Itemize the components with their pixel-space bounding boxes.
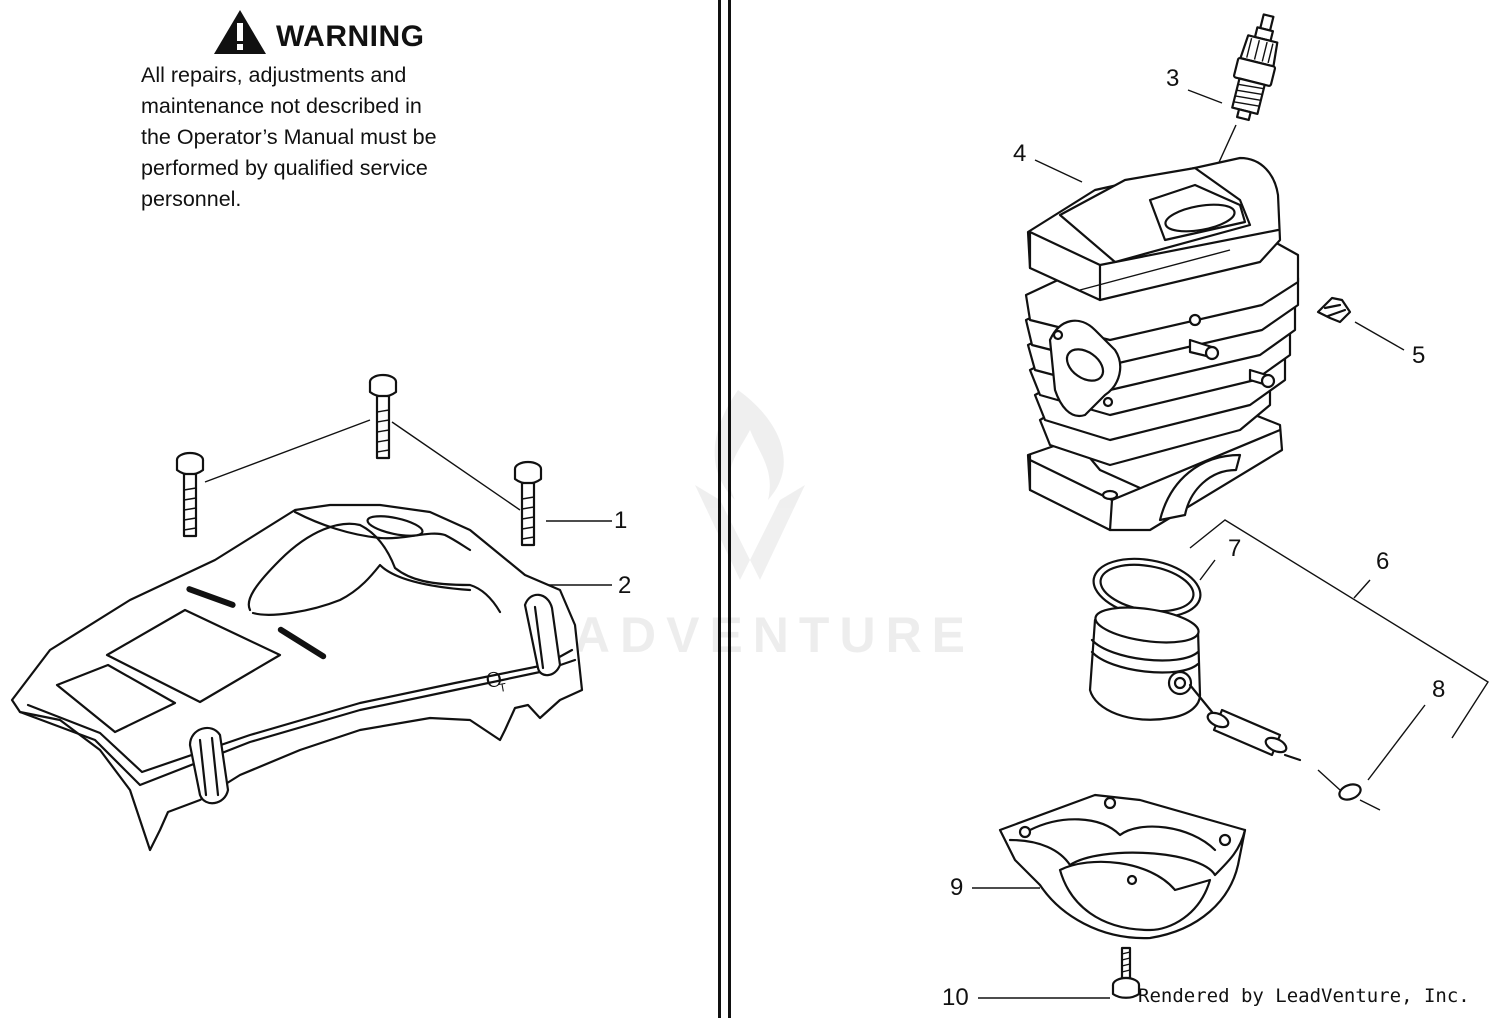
leader-line — [1367, 704, 1426, 781]
part-2-cylinder-cover: O T — [10, 503, 584, 852]
callout-6: 6 — [1376, 548, 1390, 575]
warning-header: WARNING — [212, 6, 425, 58]
leader-line — [1354, 321, 1405, 351]
callout-9: 9 — [950, 874, 964, 901]
page-divider — [728, 0, 731, 1018]
part-5-clip — [1316, 296, 1352, 324]
part-10-screw — [1111, 946, 1141, 999]
svg-text:T: T — [497, 681, 507, 695]
warning-line: the Operator’s Manual must be — [141, 125, 437, 149]
callout-5: 5 — [1412, 342, 1426, 369]
leader-line — [1199, 559, 1216, 581]
callout-8: 8 — [1432, 676, 1446, 703]
part-8-circlip — [1338, 783, 1362, 801]
leader-line — [1187, 89, 1223, 104]
part-9-crankcase — [998, 793, 1247, 940]
warning-line: maintenance not described in — [141, 94, 422, 118]
part-3-spark-plug — [1231, 13, 1279, 122]
leader-line — [1353, 579, 1371, 599]
screw — [368, 373, 398, 460]
leader-line — [1283, 753, 1302, 762]
screw — [513, 460, 543, 547]
part-1-screws — [175, 373, 543, 547]
leader-line — [1188, 683, 1214, 714]
callout-2: 2 — [618, 572, 632, 599]
watermark-emblem — [695, 390, 805, 580]
page-divider — [718, 0, 721, 1018]
warning-line: All repairs, adjustments and — [141, 63, 407, 87]
part-6-piston — [1088, 606, 1202, 721]
svg-text:O: O — [484, 666, 504, 692]
callout-3: 3 — [1166, 65, 1180, 92]
warning-title: WARNING — [276, 20, 425, 53]
part-8-wrist-pin — [1206, 708, 1288, 757]
warning-line: personnel. — [141, 187, 242, 211]
render-credit: Rendered by LeadVenture, Inc. — [1138, 985, 1470, 1007]
callout-10: 10 — [942, 984, 969, 1011]
warning-text: All repairs, adjustments and maintenance… — [141, 60, 471, 215]
warning-triangle-icon — [214, 10, 266, 54]
callout-1: 1 — [614, 507, 628, 534]
warning-line: performed by qualified service — [141, 156, 428, 180]
leader-line — [1034, 159, 1083, 183]
part-4-cylinder — [1024, 156, 1300, 532]
bracket-line — [1189, 519, 1489, 739]
leader-line — [1317, 769, 1381, 811]
callout-4: 4 — [1013, 140, 1027, 167]
screw — [175, 451, 205, 538]
callout-7: 7 — [1228, 535, 1242, 562]
